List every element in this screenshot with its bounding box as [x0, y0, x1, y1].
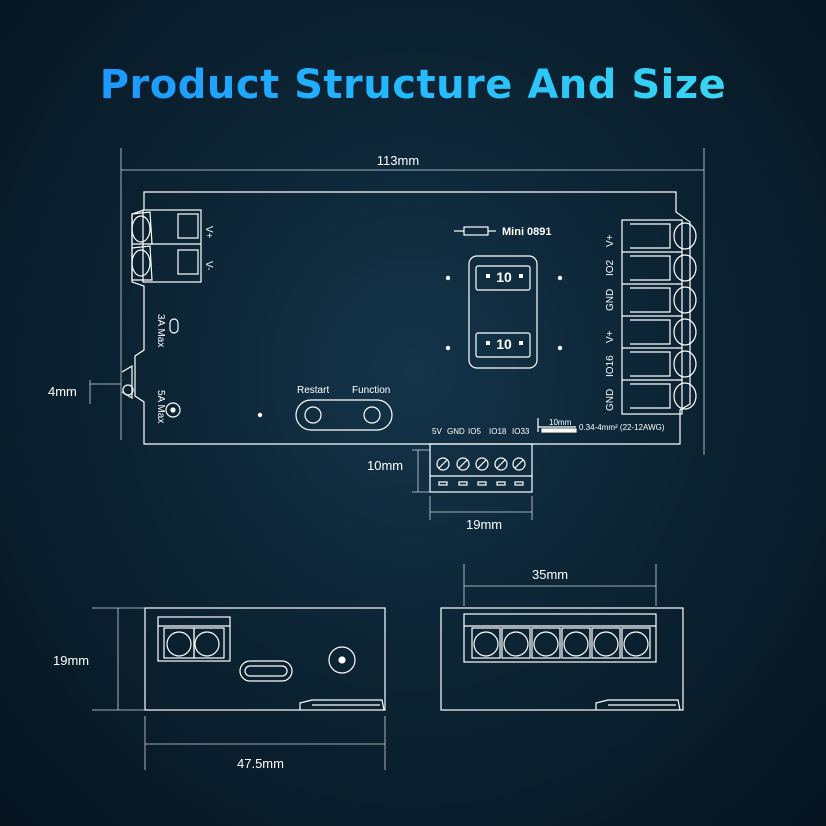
right-side-view — [440, 607, 684, 711]
dc-jack — [165, 402, 181, 418]
right-terminal-6: GND — [605, 389, 616, 411]
mounting-hole — [122, 384, 134, 396]
right-terminal-4: V+ — [605, 330, 616, 343]
terminal-width-label: 19mm — [466, 517, 502, 532]
strip-length-label: 10mm — [549, 418, 572, 427]
fuse-2: 10 — [486, 336, 523, 352]
fuse-holder — [468, 255, 538, 369]
io-label-5v: 5V — [432, 427, 442, 436]
page-title: Product Structure And Size — [0, 62, 826, 108]
terminal-dimensions — [412, 449, 533, 520]
side-offset-label: 4mm — [48, 384, 77, 399]
usb-c-port — [169, 318, 179, 334]
right-terminal-5: IO16 — [605, 355, 616, 377]
button-panel — [295, 399, 393, 431]
left-side-view — [144, 607, 386, 711]
left-terminal-vminus: V- — [203, 261, 214, 270]
right-terminal-1: V+ — [605, 234, 616, 247]
strip-length-gauge — [537, 418, 577, 433]
left-terminal-vplus: V+ — [203, 226, 214, 239]
io-label-io18: IO18 — [489, 427, 507, 436]
io-label-gnd: GND — [447, 427, 465, 436]
width-dimension — [120, 148, 705, 455]
left-view-width-label: 47.5mm — [237, 756, 284, 771]
terminal-height-label: 10mm — [367, 458, 403, 473]
left-view-height-label: 19mm — [53, 653, 89, 668]
right-view-width-label: 35mm — [532, 567, 568, 582]
restart-label: Restart — [297, 385, 329, 396]
resistor-icon — [454, 226, 496, 236]
dc-rating: 5A Max — [155, 390, 166, 423]
right-terminal-3: GND — [605, 289, 616, 311]
left-view-dimensions — [92, 607, 386, 770]
fuse-2-rating: 10 — [496, 336, 512, 352]
io-label-io33: IO33 — [512, 427, 530, 436]
fuse-1: 10 — [486, 269, 523, 285]
right-view-dimensions — [463, 564, 657, 606]
width-label-113: 113mm — [377, 153, 419, 168]
right-terminal-block — [621, 219, 697, 415]
io-terminal-header — [429, 443, 533, 493]
model-label: Mini 0891 — [502, 226, 552, 238]
left-terminal-block — [131, 209, 202, 283]
function-label: Function — [352, 385, 390, 396]
restart-button — [304, 406, 322, 424]
dc-jack-pin — [170, 407, 176, 413]
wire-spec-label: 0.34-4mm² (22-12AWG) — [579, 423, 665, 432]
right-terminal-2: IO2 — [605, 259, 616, 276]
board-dots — [257, 275, 563, 418]
function-button — [363, 406, 381, 424]
side-offset-dimension — [89, 380, 121, 404]
io-label-io5: IO5 — [468, 427, 481, 436]
usb-rating: 3A Max — [155, 314, 166, 347]
fuse-1-rating: 10 — [496, 269, 512, 285]
